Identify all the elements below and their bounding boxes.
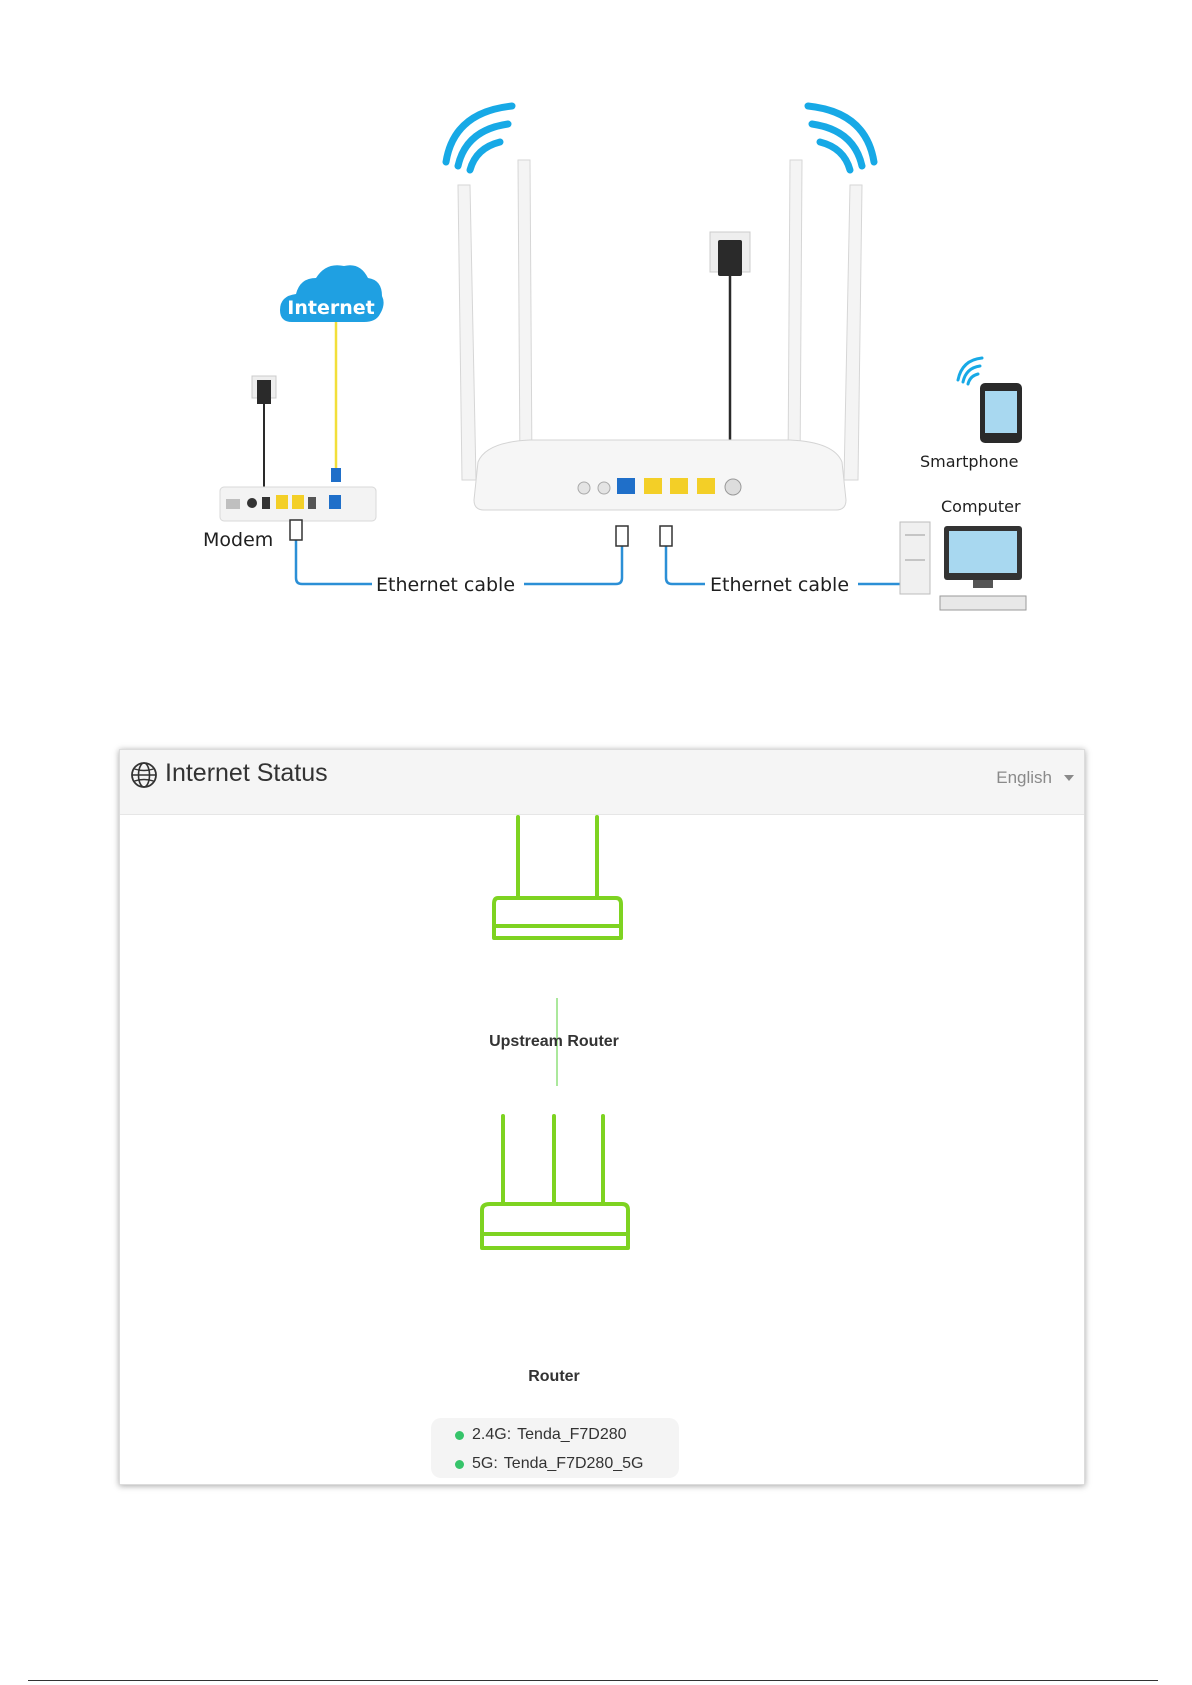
- chevron-down-icon: [1064, 775, 1074, 781]
- router-icon: [482, 1116, 628, 1248]
- internet-label: Internet: [287, 297, 374, 319]
- ssid-name: Tenda_F7D280_5G: [504, 1455, 644, 1473]
- router-icon: [474, 440, 846, 510]
- language-select-value: English: [996, 768, 1052, 788]
- computer-label: Computer: [941, 497, 1021, 516]
- computer-icon: [900, 522, 1026, 610]
- wifi-signal-right-icon: [808, 106, 874, 170]
- smartphone-icon: [980, 383, 1022, 443]
- rj45-connector-icon: [290, 520, 672, 546]
- list-item: 2.4G: Tenda_F7D280: [455, 1426, 627, 1444]
- ethernet-cable-right-label: Ethernet cable: [710, 574, 849, 596]
- internet-cloud-icon: Internet: [280, 265, 384, 322]
- wifi-ssid-list: 2.4G: Tenda_F7D280 5G: Tenda_F7D280_5G: [431, 1418, 679, 1478]
- ssid-band: 5G:: [472, 1455, 498, 1473]
- ssid-name: Tenda_F7D280: [517, 1426, 626, 1444]
- ssid-band: 2.4G:: [472, 1426, 511, 1444]
- modem-label: Modem: [203, 529, 273, 551]
- page-title: Internet Status: [165, 759, 328, 788]
- wifi-signal-left-icon: [446, 106, 512, 170]
- modem-icon: [220, 487, 376, 521]
- status-dot-icon: [455, 1431, 464, 1440]
- list-item: 5G: Tenda_F7D280_5G: [455, 1455, 643, 1473]
- smartphone-wifi-icon: [958, 358, 982, 384]
- globe-icon: [130, 761, 158, 789]
- network-topology: [120, 814, 1084, 1414]
- smartphone-label: Smartphone: [920, 452, 1018, 471]
- internet-status-panel: Internet Status English Upstream Router …: [119, 749, 1085, 1485]
- router-label: Router: [434, 1368, 674, 1386]
- panel-header: Internet Status English: [120, 750, 1084, 815]
- status-dot-icon: [455, 1460, 464, 1469]
- modem-power-adapter-icon: [252, 376, 276, 488]
- cable-connector: [331, 468, 341, 482]
- ethernet-cable-left-label: Ethernet cable: [376, 574, 515, 596]
- connection-diagram: Internet Modem: [0, 0, 1192, 650]
- language-select[interactable]: English: [996, 768, 1074, 788]
- upstream-router-label: Upstream Router: [434, 1033, 674, 1051]
- router-antennas: [458, 160, 862, 480]
- router-power-adapter-icon: [710, 232, 750, 470]
- page-divider: [28, 1680, 1158, 1681]
- upstream-router-icon: [494, 817, 621, 938]
